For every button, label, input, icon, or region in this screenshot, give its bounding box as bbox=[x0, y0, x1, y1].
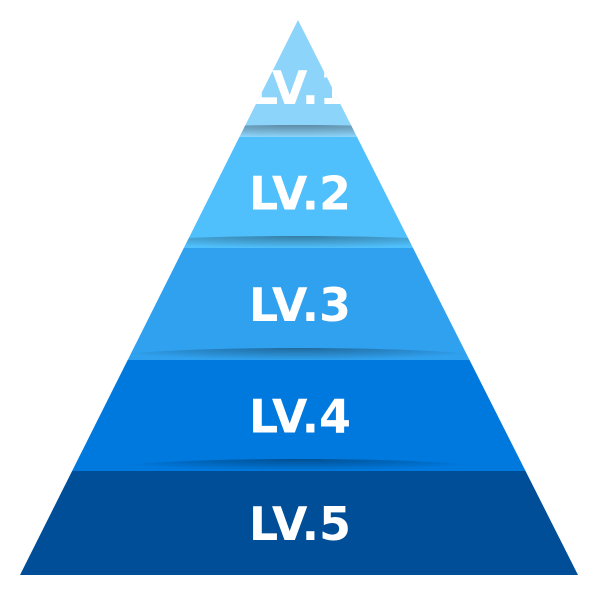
level-shadow bbox=[98, 459, 498, 483]
level-label-3: LV.3 bbox=[249, 278, 351, 332]
level-shadow bbox=[98, 125, 498, 149]
level-shadow bbox=[98, 348, 498, 372]
level-shadow bbox=[98, 236, 498, 260]
level-label-4: LV.4 bbox=[249, 390, 351, 444]
level-label-1: LV.1 bbox=[249, 61, 351, 115]
pyramid-level-5 bbox=[20, 471, 578, 575]
level-label-2: LV.2 bbox=[249, 167, 351, 221]
level-label-5: LV.5 bbox=[249, 497, 351, 551]
